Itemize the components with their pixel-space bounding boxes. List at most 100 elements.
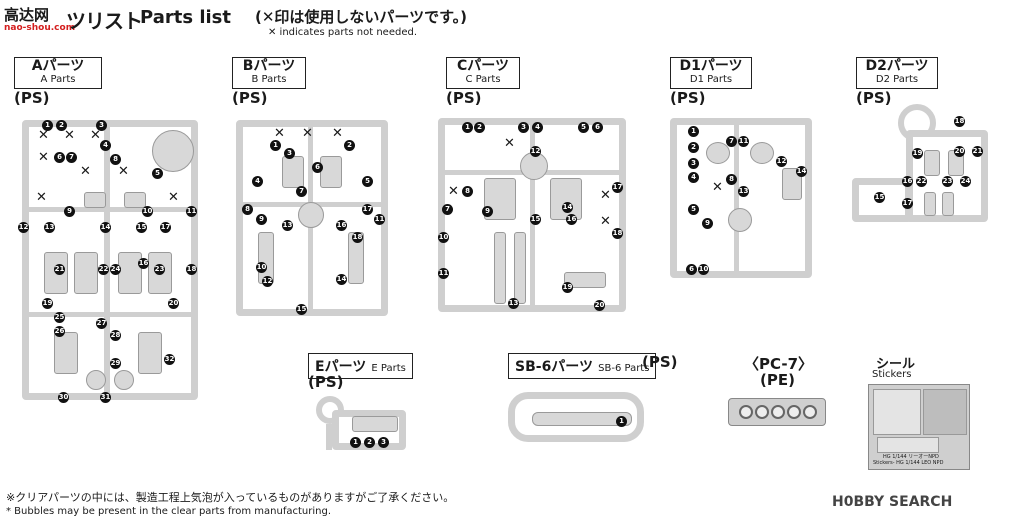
poly-cap [739, 405, 753, 419]
label-a-jp: Aパーツ [31, 58, 85, 74]
part-number: 26 [54, 326, 65, 337]
part-number: 12 [18, 222, 29, 233]
part-number: 19 [562, 282, 573, 293]
part-number: 6 [312, 162, 323, 173]
runner-d2-part [924, 192, 936, 216]
part-number: 18 [352, 232, 363, 243]
page-title-en: Parts list [140, 7, 231, 28]
part-number: 10 [256, 262, 267, 273]
part-number: 4 [532, 122, 543, 133]
part-number: 32 [164, 354, 175, 365]
part-number: 1 [462, 122, 473, 133]
sticker-block [873, 389, 921, 435]
poly-cap [755, 405, 769, 419]
runner-sb6: 1 [508, 392, 648, 448]
not-needed-mark: ✕ [90, 128, 101, 143]
label-e-jp: Eパーツ [315, 359, 367, 375]
part-number: 20 [954, 146, 965, 157]
part-number: 1 [688, 126, 699, 137]
part-number: 13 [282, 220, 293, 231]
part-number: 3 [96, 120, 107, 131]
label-b-parts: Bパーツ B Parts [232, 57, 306, 89]
site-logo-url: nao-shou.com [4, 23, 76, 33]
part-number: 4 [252, 176, 263, 187]
part-number: 8 [242, 204, 253, 215]
part-number: 8 [462, 186, 473, 197]
part-number: 9 [482, 206, 493, 217]
part-number: 2 [688, 142, 699, 153]
runner-b: ✕ ✕ ✕ 1 2 3 4 5 6 7 8 9 10 11 12 13 14 1… [228, 112, 394, 322]
runner-d1-part [782, 168, 802, 200]
part-number: 13 [508, 298, 519, 309]
runner-a-crossbar-2 [22, 312, 198, 317]
part-number: 7 [66, 152, 77, 163]
label-a-en: A Parts [40, 74, 76, 85]
part-number: 23 [942, 176, 953, 187]
not-needed-mark: ✕ [600, 188, 611, 203]
part-number: 16 [902, 176, 913, 187]
part-number: 17 [362, 204, 373, 215]
part-number: 12 [776, 156, 787, 167]
part-number: 10 [142, 206, 153, 217]
site-logo: 高达网 [4, 6, 50, 24]
runner-d2-part [942, 192, 954, 216]
not-needed-mark: ✕ [36, 190, 47, 205]
runner-d1: ✕ 1 2 3 4 5 6 7 8 9 10 11 12 13 14 [666, 112, 816, 280]
runner-d1-part [706, 142, 730, 164]
runner-b-round-part [298, 202, 324, 228]
part-number: 20 [168, 298, 179, 309]
runner-b-part [282, 156, 304, 188]
runner-c-part [494, 232, 506, 304]
runner-e-stem [326, 424, 332, 450]
part-number: 3 [284, 148, 295, 159]
not-needed-mark: ✕ [712, 180, 723, 195]
part-number: 7 [726, 136, 737, 147]
sticker-block [877, 437, 939, 453]
part-number: 14 [796, 166, 807, 177]
not-needed-mark: ✕ [448, 184, 459, 199]
part-number: 24 [960, 176, 971, 187]
material-d2: (PS) [856, 89, 892, 107]
part-number: 5 [688, 204, 699, 215]
material-sb6: (PS) [642, 353, 678, 371]
not-needed-mark: ✕ [38, 128, 49, 143]
runner-d1-spine [734, 118, 739, 274]
label-b-en: B Parts [251, 74, 287, 85]
runner-pc7 [728, 398, 826, 426]
not-needed-mark: ✕ [168, 190, 179, 205]
not-needed-mark: ✕ [38, 150, 49, 165]
part-number: 21 [54, 264, 65, 275]
sticker-sheet-subtitle: Stickers- HG 1/144 LEO NPD [873, 460, 944, 466]
runner-a-part [54, 332, 78, 374]
material-b: (PS) [232, 89, 268, 107]
runner-d2-part [924, 150, 940, 176]
part-number: 11 [186, 206, 197, 217]
runner-e: 1 2 3 [306, 392, 416, 456]
not-needed-mark: ✕ [80, 164, 91, 179]
runner-sb6-part [532, 412, 632, 426]
part-number: 17 [612, 182, 623, 193]
part-number: 5 [578, 122, 589, 133]
part-number: 1 [270, 140, 281, 151]
part-number: 11 [738, 136, 749, 147]
runner-a-spine [104, 120, 110, 396]
runner-b-part [320, 156, 342, 188]
runner-d2: 15 16 17 18 19 20 21 22 23 24 [850, 100, 990, 230]
part-number: 16 [336, 220, 347, 231]
part-number: 19 [912, 148, 923, 159]
part-number: 18 [186, 264, 197, 275]
label-d1-en: D1 Parts [689, 74, 733, 85]
note-en: ✕ indicates parts not needed. [268, 27, 418, 38]
label-b-jp: Bパーツ [242, 58, 296, 74]
part-number: 4 [688, 172, 699, 183]
part-number: 11 [438, 268, 449, 279]
sticker-sheet-title: HG 1/144 リーオーNPD [883, 454, 939, 460]
part-number: 2 [56, 120, 67, 131]
part-number: 10 [698, 264, 709, 275]
part-number: 1 [42, 120, 53, 131]
part-number: 3 [518, 122, 529, 133]
part-number: 13 [738, 186, 749, 197]
runner-c-part [514, 232, 526, 304]
part-number: 9 [256, 214, 267, 225]
part-number: 27 [96, 318, 107, 329]
